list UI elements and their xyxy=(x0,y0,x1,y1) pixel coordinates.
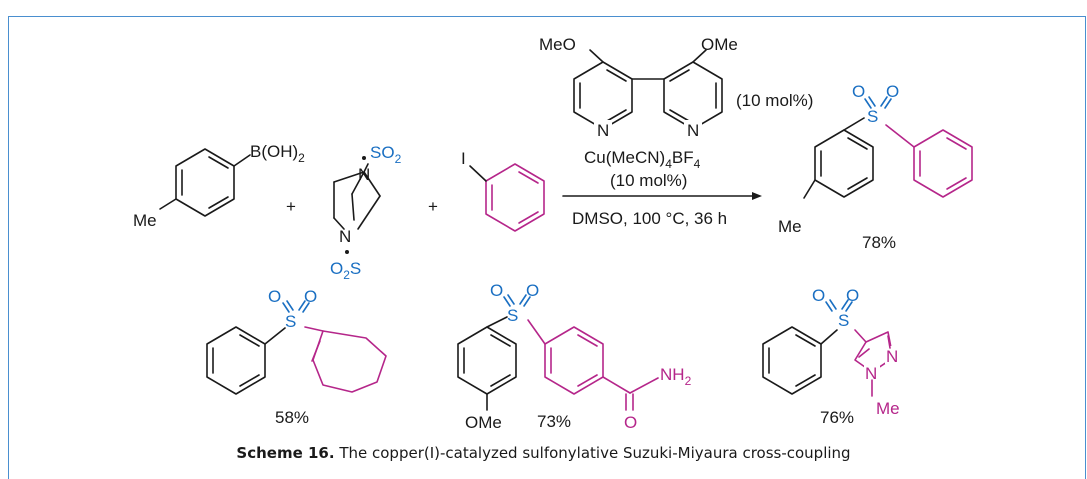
boronic-acid-group: B(OH)2 xyxy=(250,142,305,165)
ligand-loading: (10 mol%) xyxy=(736,91,813,110)
cycloheptenyl-product-structure: S O O 58% xyxy=(206,287,387,427)
boronic-acid-methyl: Me xyxy=(133,211,157,230)
plus-sign-2: + xyxy=(428,197,438,216)
main-product-methyl: Me xyxy=(778,217,802,236)
scheme-caption: Scheme 16. The copper(I)-catalyzed sulfo… xyxy=(0,444,1087,462)
ligand-n-left: N xyxy=(597,121,609,140)
caption-label: Scheme 16. xyxy=(236,444,335,462)
amide-carbonyl-oxygen: O xyxy=(624,413,637,432)
ligand-n-right: N xyxy=(687,121,699,140)
boronic-acid-structure: B(OH)2 Me xyxy=(133,142,305,230)
pyrazole-sulfur: S xyxy=(838,311,849,330)
main-product-oxygen-left: O xyxy=(852,82,865,101)
amide-product-structure: S O O OMe NH2 O 73% xyxy=(457,281,692,432)
catalyst-loading: (10 mol%) xyxy=(610,171,687,190)
dabso-n-bottom: N xyxy=(339,227,351,246)
amide-yield: 73% xyxy=(537,412,571,431)
pyrazole-oxygen-right: O xyxy=(846,286,859,305)
amide-methoxy: OMe xyxy=(465,413,502,432)
main-product-oxygen-right: O xyxy=(886,82,899,101)
plus-sign-1: + xyxy=(286,197,296,216)
pyrazole-n1: N xyxy=(865,364,877,383)
iodine-label: I xyxy=(461,149,466,168)
main-product-structure: S O O Me 78% xyxy=(778,82,973,252)
pyrazole-methyl: Me xyxy=(876,399,900,418)
pyrazole-n2: N xyxy=(886,347,898,366)
cycloheptenyl-sulfur: S xyxy=(285,312,296,331)
cycloheptenyl-yield: 58% xyxy=(275,408,309,427)
reaction-conditions: Cu(MeCN)4BF4 (10 mol%) DMSO, 100 °C, 36 … xyxy=(562,148,762,228)
dabso-so2-bottom: O2S xyxy=(330,259,361,282)
scheme-frame xyxy=(8,16,1086,479)
catalyst-label: Cu(MeCN)4BF4 xyxy=(584,148,701,171)
caption-text: The copper(I)-catalyzed sulfonylative Su… xyxy=(334,444,851,462)
iodobenzene-structure: I xyxy=(461,149,545,232)
bipyridine-ligand-structure: N N MeO OMe (10 mol%) xyxy=(539,35,813,140)
ligand-methoxy-right: OMe xyxy=(701,35,738,54)
amide-sulfonyl-oxygen-right: O xyxy=(526,281,539,300)
dabso-structure: N N SO2 O2S xyxy=(330,143,402,282)
main-product-sulfur: S xyxy=(867,107,878,126)
dabso-n-top: N xyxy=(358,165,370,184)
pyrazole-oxygen-left: O xyxy=(812,286,825,305)
arrow-head xyxy=(752,192,762,200)
amide-sulfur: S xyxy=(507,306,518,325)
amide-sulfonyl-oxygen-left: O xyxy=(490,281,503,300)
ligand-methoxy-left: MeO xyxy=(539,35,576,54)
cycloheptenyl-oxygen-left: O xyxy=(268,287,281,306)
pyrazole-product-structure: S O O N N Me 76% xyxy=(762,286,901,427)
pyrazole-yield: 76% xyxy=(820,408,854,427)
main-product-yield: 78% xyxy=(862,233,896,252)
amide-nh2: NH2 xyxy=(660,365,692,388)
solvent-temp-time: DMSO, 100 °C, 36 h xyxy=(572,209,727,228)
cycloheptenyl-oxygen-right: O xyxy=(304,287,317,306)
dabso-so2-top: SO2 xyxy=(370,143,402,166)
